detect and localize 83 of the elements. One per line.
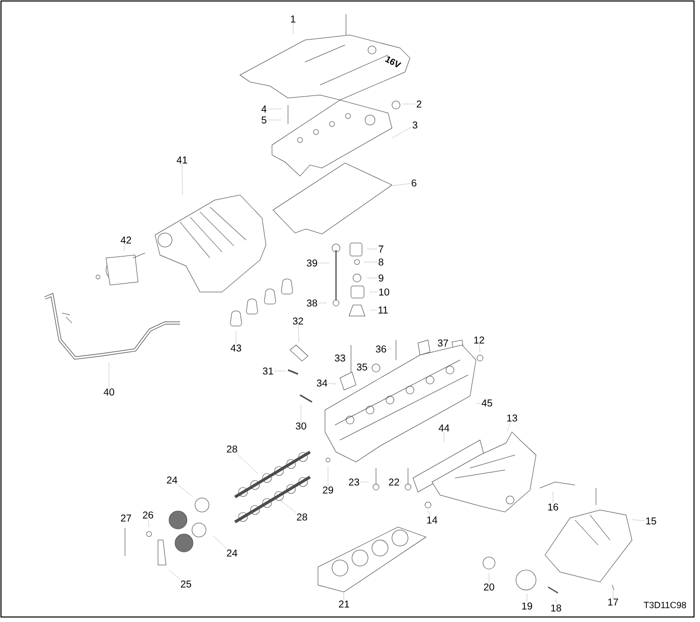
callout-number: 31 xyxy=(262,367,274,375)
callout-number: 18 xyxy=(551,604,562,612)
callout-number: 4 xyxy=(261,106,266,112)
leader-line xyxy=(280,500,296,512)
leader-line xyxy=(343,592,344,600)
callout-number: 2 xyxy=(416,100,422,108)
callout-number: 21 xyxy=(338,600,350,608)
callout-number: 6 xyxy=(412,179,416,187)
leader-line xyxy=(632,520,644,521)
callout-number: 24 xyxy=(166,476,178,484)
intake-manifold-drawing xyxy=(154,194,266,292)
leader-line xyxy=(148,520,150,528)
callout-number: 3 xyxy=(412,121,418,129)
callout-number: 16 xyxy=(548,503,558,511)
valve-cover-drawing xyxy=(272,100,392,176)
head-gasket-drawing xyxy=(318,526,426,592)
leader-line xyxy=(298,326,300,342)
callout-number: 34 xyxy=(316,379,328,387)
callout-number: 1 xyxy=(291,16,296,22)
leader-line xyxy=(479,344,480,352)
callout-number: 13 xyxy=(507,414,518,422)
leader-line xyxy=(182,164,183,195)
leader-line xyxy=(236,454,258,474)
callout-number: 28 xyxy=(296,513,308,521)
leader-line xyxy=(124,244,126,252)
leader-line xyxy=(488,572,490,582)
callout-number: 10 xyxy=(379,288,390,296)
leader-line xyxy=(318,302,328,304)
leader-line xyxy=(526,594,528,602)
leader-line xyxy=(552,490,554,502)
leader-line xyxy=(507,422,511,432)
callout-number: 11 xyxy=(378,306,388,314)
callout-number: 27 xyxy=(120,514,132,522)
leader-line xyxy=(292,23,294,35)
callout-number: 42 xyxy=(120,236,132,244)
leader-line xyxy=(108,362,110,388)
callout-number: 12 xyxy=(474,336,484,344)
leader-line xyxy=(300,404,302,422)
callout-number: 17 xyxy=(608,598,618,606)
callout-number: 37 xyxy=(438,339,448,347)
heat-shield-drawing xyxy=(544,510,632,582)
leader-line xyxy=(318,262,330,264)
leader-line xyxy=(328,383,336,384)
callout-number: 24 xyxy=(226,550,238,556)
leader-line xyxy=(392,127,412,138)
callout-number: 30 xyxy=(296,422,306,430)
callout-number: 20 xyxy=(484,583,494,591)
callout-number: 23 xyxy=(348,478,360,486)
callout-number: 43 xyxy=(230,344,242,352)
cover-lettering: 16V xyxy=(384,56,402,68)
callout-number: 32 xyxy=(292,317,304,325)
callout-number: 14 xyxy=(427,516,438,524)
engine-cover-drawing xyxy=(240,34,410,100)
callout-number: 29 xyxy=(322,486,334,494)
leader-line xyxy=(274,370,286,372)
callout-number: 45 xyxy=(482,400,492,406)
callout-number: 9 xyxy=(378,274,384,282)
leader-line xyxy=(168,570,180,580)
leader-line xyxy=(612,590,614,598)
callout-number: 7 xyxy=(378,246,384,252)
callout-number: 35 xyxy=(356,363,368,371)
callout-number: 41 xyxy=(176,156,188,164)
callout-number: 40 xyxy=(104,388,114,396)
gasket-drawing xyxy=(272,162,392,234)
leader-line xyxy=(366,248,378,250)
callout-number: 39 xyxy=(306,259,318,267)
leader-line xyxy=(212,536,227,549)
callout-number: 25 xyxy=(180,580,192,588)
callout-number: 33 xyxy=(334,354,346,362)
callout-number: 44 xyxy=(438,424,450,432)
callout-number: 38 xyxy=(306,299,318,307)
figure-code: T3D11C98 xyxy=(644,602,686,608)
leader-line xyxy=(268,108,282,110)
callout-number: 15 xyxy=(646,518,656,524)
callout-number: 8 xyxy=(378,258,384,266)
leader-line xyxy=(178,484,194,498)
callout-number: 22 xyxy=(388,478,400,486)
callout-number: 28 xyxy=(226,445,238,453)
callout-number: 5 xyxy=(262,116,266,124)
callout-number: 36 xyxy=(376,345,386,353)
callout-number: 19 xyxy=(522,602,532,610)
callout-number: 26 xyxy=(142,511,154,519)
leader-line xyxy=(392,183,410,186)
